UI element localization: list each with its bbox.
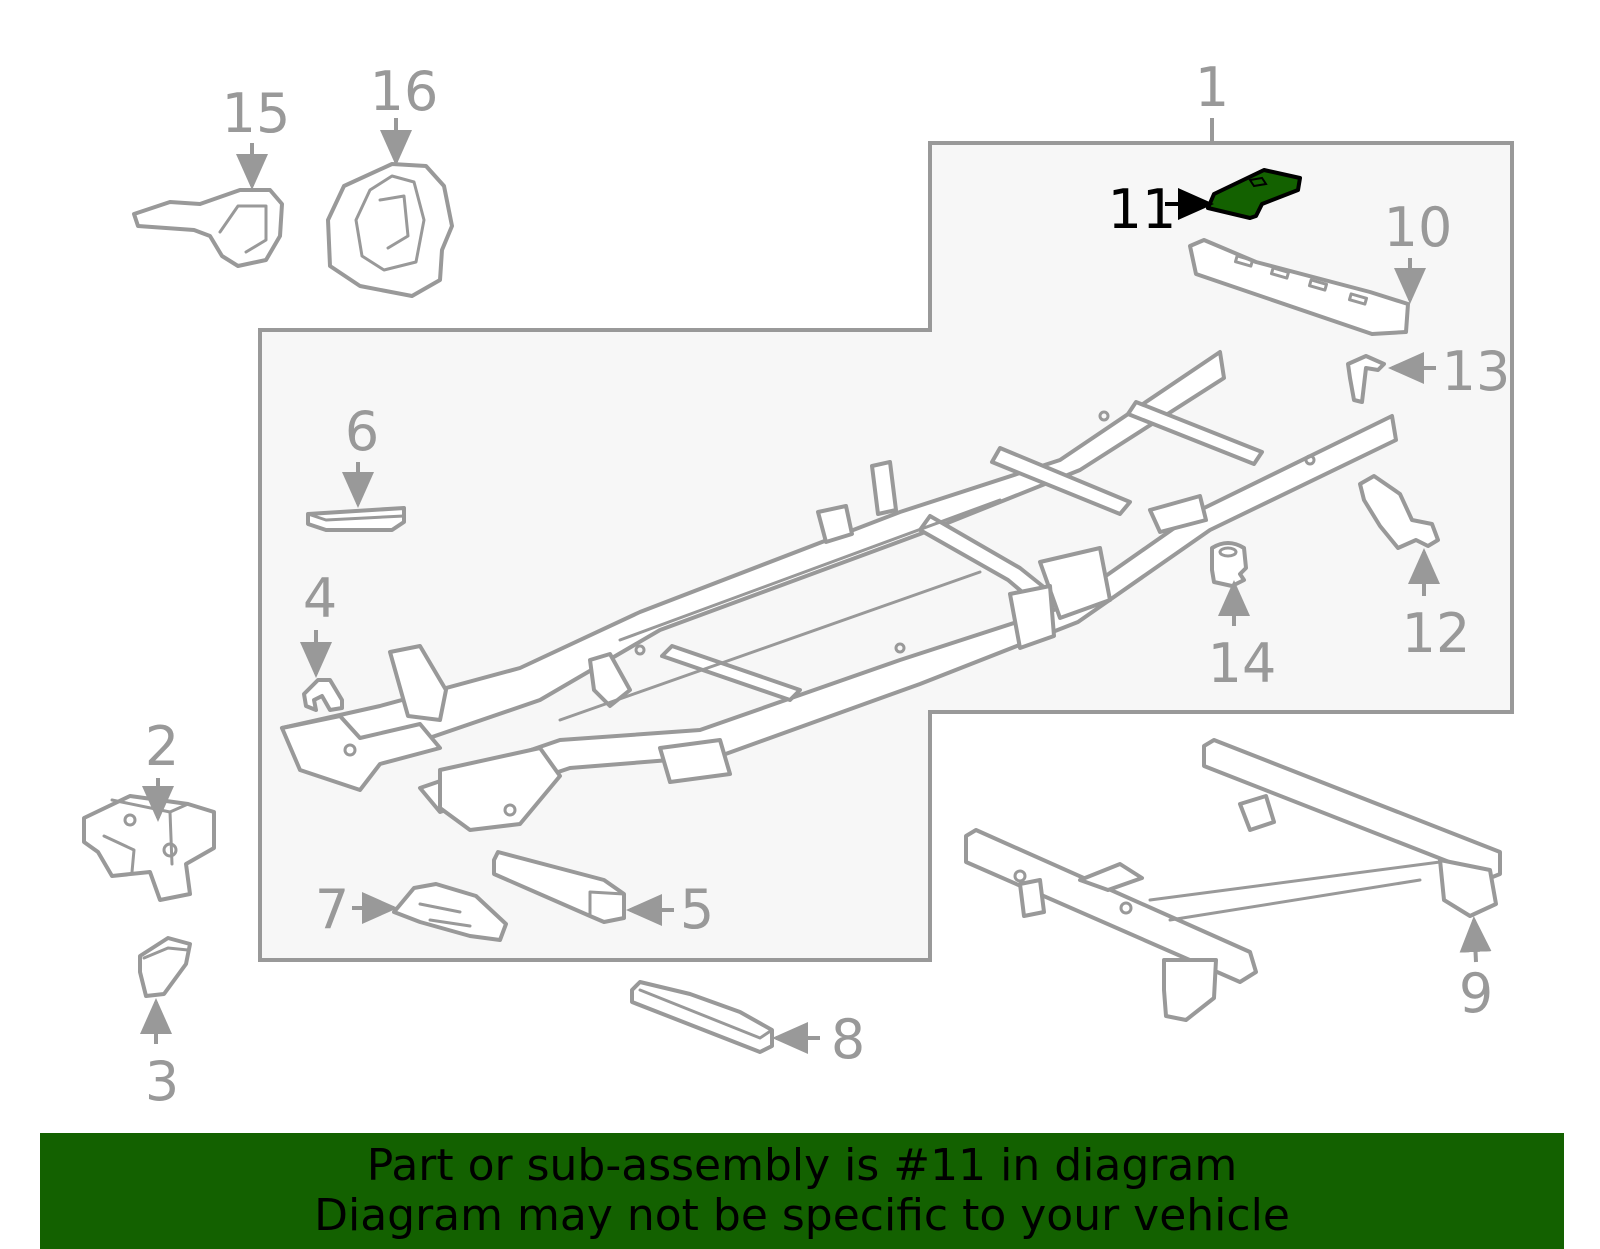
part-8-bar	[630, 980, 774, 1054]
banner-line-disclaimer: Diagram may not be specific to your vehi…	[314, 1190, 1290, 1241]
banner-line-part: Part or sub-assembly is #11 in diagram	[366, 1140, 1238, 1191]
frame-assembly	[280, 350, 1398, 832]
callout-7: 7	[315, 878, 349, 941]
part-5-bar	[492, 850, 626, 924]
part-2-bracket	[82, 794, 216, 902]
callout-3: 3	[145, 1050, 179, 1113]
callout-9: 9	[1459, 962, 1493, 1025]
callout-5: 5	[680, 878, 714, 941]
info-banner: Part or sub-assembly is #11 in diagram D…	[40, 1133, 1564, 1249]
part-10-crossmember	[1188, 238, 1410, 336]
callout-13: 13	[1442, 340, 1511, 403]
part-3-bracket	[138, 936, 192, 998]
callout-12: 12	[1402, 602, 1471, 665]
part-6-pad	[306, 506, 406, 532]
part-9-subframe	[964, 738, 1502, 1022]
callout-15: 15	[222, 82, 291, 145]
callout-11: 11	[1108, 178, 1177, 241]
part-4-clip	[302, 678, 344, 712]
part-11-highlighted	[1206, 168, 1302, 220]
part-16-housing	[326, 162, 454, 298]
callout-8: 8	[831, 1008, 865, 1071]
callout-4: 4	[303, 567, 337, 630]
part-13-clip	[1346, 354, 1386, 404]
callout-1: 1	[1195, 56, 1229, 119]
part-7-plate	[392, 882, 508, 942]
callout-16: 16	[370, 60, 439, 123]
part-14-mount	[1210, 541, 1248, 588]
assembly-box-1	[258, 141, 1514, 962]
part-12-bracket	[1358, 474, 1440, 550]
callout-2: 2	[145, 715, 179, 778]
callout-14: 14	[1208, 632, 1277, 695]
callout-10: 10	[1384, 196, 1453, 259]
part-15-loop	[132, 188, 284, 268]
parts-diagram: 1 2 3 4 5 6 7 8 9 10 11 12 13 14 15 16	[82, 56, 1514, 1113]
leader-arrows	[140, 118, 1492, 1054]
callout-6: 6	[345, 400, 379, 463]
